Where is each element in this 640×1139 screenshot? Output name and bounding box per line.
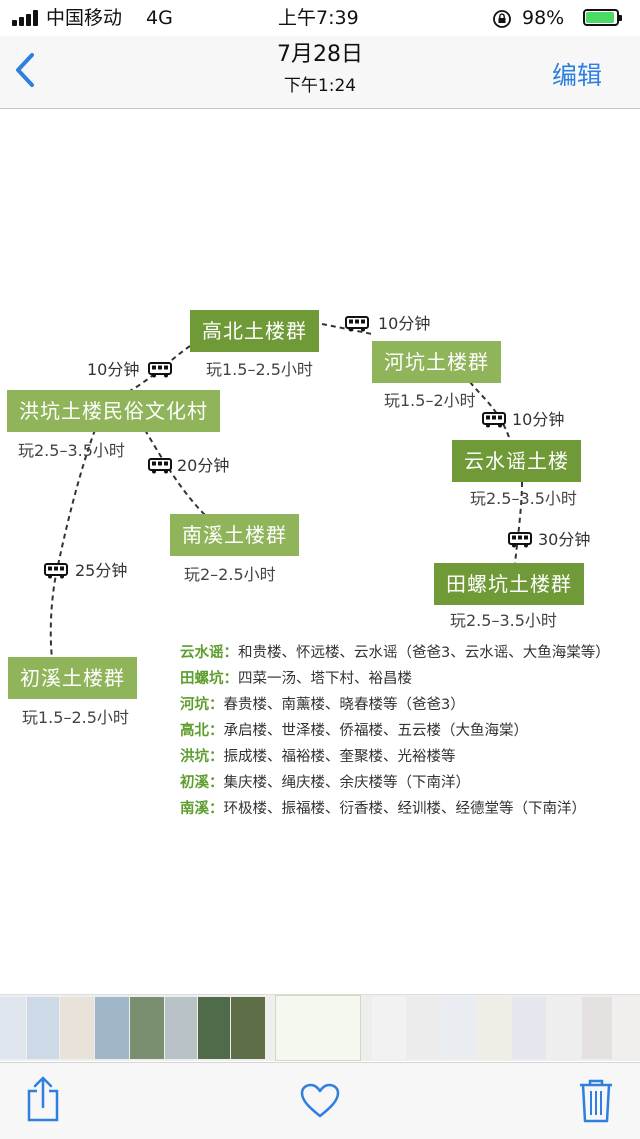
- trash-icon[interactable]: [578, 1077, 614, 1123]
- legend-value: 集庆楼、绳庆楼、余庆楼等（下南洋）: [223, 775, 471, 791]
- legend-row: 高北：承启楼、世泽楼、侨福楼、五云楼（大鱼海棠）: [180, 718, 635, 744]
- play-time-hekeng: 玩1.5–2小时: [384, 391, 476, 410]
- battery-percent: 98%: [522, 7, 565, 29]
- share-icon[interactable]: [26, 1075, 60, 1123]
- thumbnail[interactable]: [198, 997, 230, 1059]
- legend-value: 春贵楼、南薰楼、晓春楼等（爸爸3）: [223, 697, 465, 713]
- legend-key: 田螺坑：: [180, 671, 238, 687]
- thumbnail[interactable]: [582, 997, 612, 1059]
- thumbnail[interactable]: [60, 997, 94, 1059]
- thumbnail[interactable]: [165, 997, 197, 1059]
- legend-value: 振成楼、福裕楼、奎聚楼、光裕楼等: [223, 749, 456, 765]
- node-yunshuiyao: 云水谣土楼: [452, 440, 581, 482]
- clock: 上午7:39: [278, 7, 359, 29]
- thumbnail[interactable]: [95, 997, 129, 1059]
- heart-icon[interactable]: [300, 1083, 340, 1119]
- node-chuxi: 初溪土楼群: [8, 657, 137, 699]
- play-time-yunshuiyao: 玩2.5–3.5小时: [470, 489, 577, 508]
- status-bar: 中国移动 4G 上午7:39 98%: [0, 0, 640, 36]
- legend-row: 河坑：春贵楼、南薰楼、晓春楼等（爸爸3）: [180, 692, 635, 718]
- signal-icon: [12, 10, 40, 26]
- legend-row: 洪坑：振成楼、福裕楼、奎聚楼、光裕楼等: [180, 744, 635, 770]
- bus-icon: [148, 362, 172, 378]
- legend-key: 高北：: [180, 723, 224, 739]
- duration-gaobei-honkeng: 10分钟: [87, 360, 140, 379]
- node-tianluokeng: 田螺坑土楼群: [434, 563, 584, 605]
- edit-button[interactable]: 编辑: [552, 61, 603, 90]
- play-time-honkeng: 玩2.5–3.5小时: [18, 441, 125, 460]
- navigation-bar: [0, 36, 640, 109]
- node-hekeng: 河坑土楼群: [372, 341, 501, 383]
- legend-key: 洪坑：: [180, 749, 224, 765]
- thumbnail[interactable]: [130, 997, 164, 1059]
- thumbnail[interactable]: [407, 997, 441, 1059]
- photo-date: 7月28日: [277, 42, 363, 67]
- legend-row: 云水谣：和贵楼、怀远楼、云水谣（爸爸3、云水谣、大鱼海棠等）: [180, 640, 635, 666]
- play-time-nanxi: 玩2–2.5小时: [184, 565, 276, 584]
- orientation-lock-icon: [493, 10, 511, 28]
- thumbnail[interactable]: [477, 997, 511, 1059]
- bus-icon: [148, 458, 172, 474]
- legend-value: 承启楼、世泽楼、侨福楼、五云楼（大鱼海棠）: [223, 723, 529, 739]
- network-type: 4G: [146, 7, 173, 29]
- bus-icon: [482, 412, 506, 428]
- legend-value: 四菜一汤、塔下村、裕昌楼: [238, 671, 412, 687]
- battery-icon: [583, 9, 622, 26]
- play-time-chuxi: 玩1.5–2.5小时: [22, 708, 129, 727]
- thumbnail-current[interactable]: [275, 995, 361, 1061]
- bottom-toolbar: [0, 1062, 640, 1139]
- thumbnail[interactable]: [372, 997, 406, 1059]
- duration-hekeng-yunshuiyao: 10分钟: [512, 410, 565, 429]
- legend-key: 南溪：: [180, 801, 224, 817]
- legend-row: 初溪：集庆楼、绳庆楼、余庆楼等（下南洋）: [180, 770, 635, 796]
- legend-key: 云水谣：: [180, 645, 238, 661]
- thumbnail[interactable]: [547, 997, 581, 1059]
- bus-icon: [44, 563, 68, 579]
- duration-honkeng-chuxi: 25分钟: [75, 561, 128, 580]
- bus-icon: [508, 532, 532, 548]
- play-time-gaobei: 玩1.5–2.5小时: [206, 360, 313, 379]
- node-nanxi: 南溪土楼群: [170, 514, 299, 556]
- play-time-tianluokeng: 玩2.5–3.5小时: [450, 611, 557, 630]
- legend: 云水谣：和贵楼、怀远楼、云水谣（爸爸3、云水谣、大鱼海棠等） 田螺坑：四菜一汤、…: [180, 640, 635, 822]
- legend-value: 环极楼、振福楼、衍香楼、经训楼、经德堂等（下南洋）: [223, 801, 587, 817]
- duration-yunshuiyao-tianluokeng: 30分钟: [538, 530, 591, 549]
- node-gaobei: 高北土楼群: [190, 310, 319, 352]
- thumbnail[interactable]: [27, 997, 59, 1059]
- bus-icon: [345, 316, 369, 332]
- legend-row: 南溪：环极楼、振福楼、衍香楼、经训楼、经德堂等（下南洋）: [180, 796, 635, 822]
- legend-key: 河坑：: [180, 697, 224, 713]
- thumbnail[interactable]: [442, 997, 476, 1059]
- node-honkeng: 洪坑土楼民俗文化村: [7, 390, 220, 432]
- legend-value: 和贵楼、怀远楼、云水谣（爸爸3、云水谣、大鱼海棠等）: [238, 645, 610, 661]
- duration-gaobei-hekeng: 10分钟: [378, 314, 431, 333]
- chevron-left-icon[interactable]: [10, 50, 40, 90]
- thumbnail[interactable]: [613, 997, 640, 1059]
- duration-honkeng-nanxi: 20分钟: [177, 456, 230, 475]
- carrier: 中国移动: [46, 7, 123, 29]
- thumbnail-strip[interactable]: [0, 994, 640, 1061]
- thumbnail[interactable]: [512, 997, 546, 1059]
- thumbnail[interactable]: [0, 997, 26, 1059]
- photo-view[interactable]: [0, 109, 640, 994]
- photo-time: 下午1:24: [283, 76, 357, 96]
- legend-key: 初溪：: [180, 775, 224, 791]
- thumbnail[interactable]: [231, 997, 265, 1059]
- legend-row: 田螺坑：四菜一汤、塔下村、裕昌楼: [180, 666, 635, 692]
